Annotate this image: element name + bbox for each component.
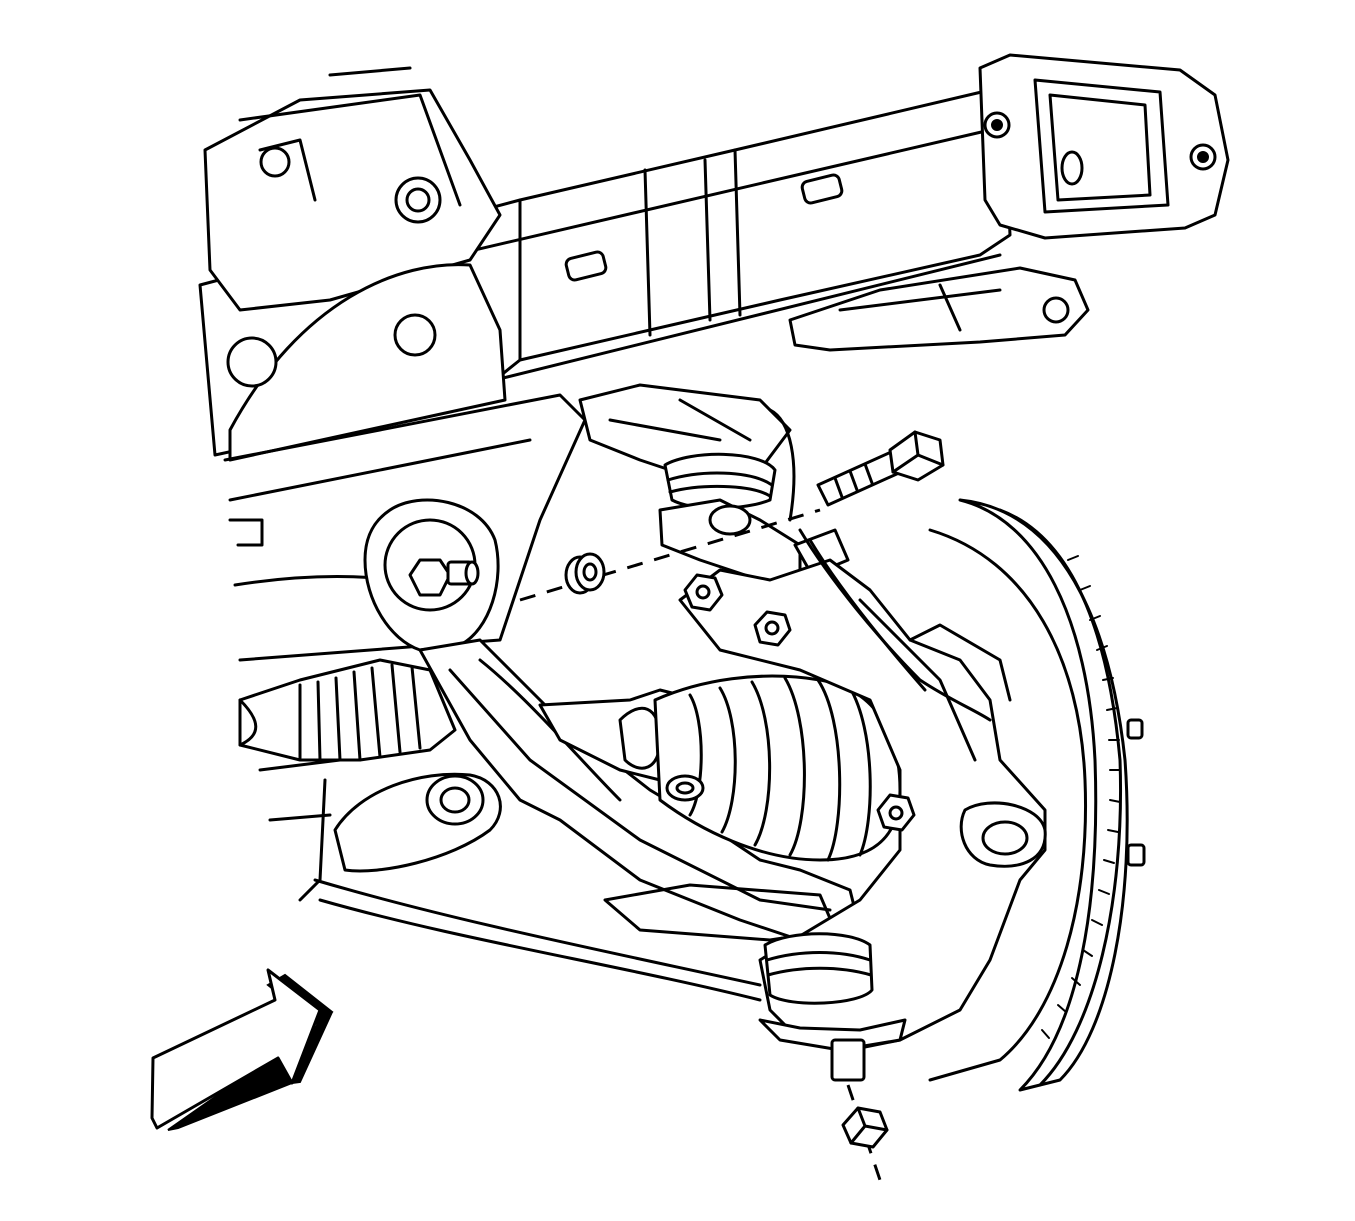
drive-axle-boot — [538, 674, 902, 862]
upper-control-arm — [578, 383, 850, 582]
lower-ball-joint-nut — [841, 1084, 889, 1181]
stabilizer-link-bolt — [816, 430, 945, 507]
stabilizer-link-nut — [564, 552, 606, 595]
brake-rotor — [928, 498, 1146, 1092]
assembly-centerline — [519, 508, 821, 602]
steering-knuckle — [678, 528, 1047, 1082]
lower-control-arm — [333, 498, 862, 942]
direction-arrow — [150, 968, 334, 1131]
inner-axle-boot — [238, 658, 457, 762]
frame-crossmember — [198, 53, 1230, 462]
rotor-vents — [1041, 555, 1121, 1039]
